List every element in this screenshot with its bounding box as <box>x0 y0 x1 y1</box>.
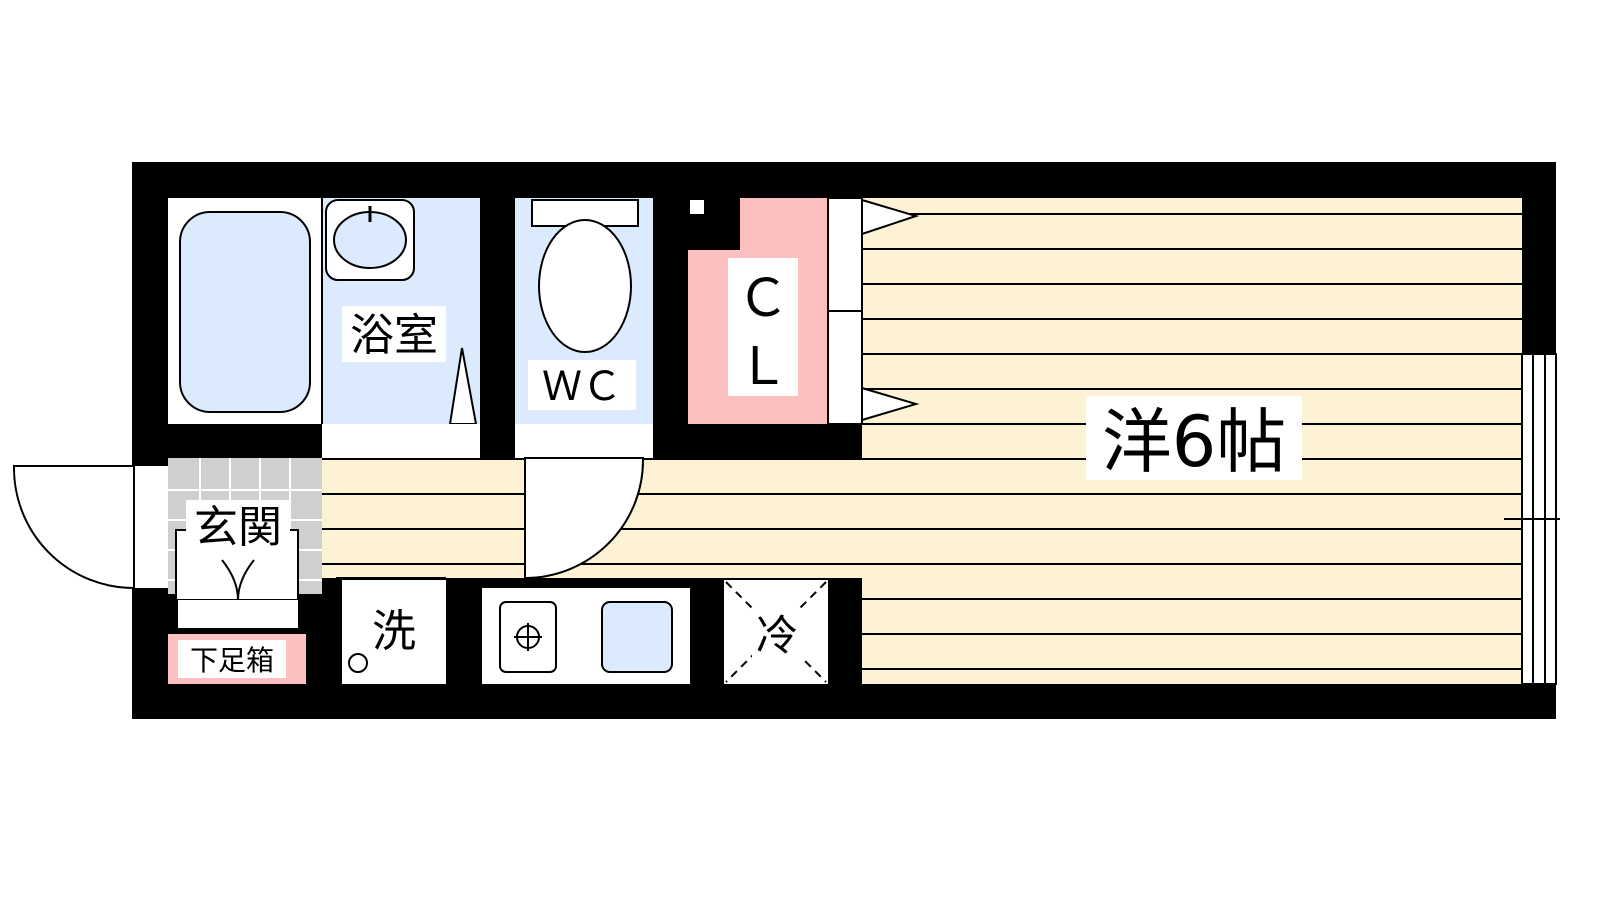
wc-label-bg <box>528 360 636 410</box>
closet-label-top: Ｃ <box>737 269 789 329</box>
closet-label-bg <box>728 258 798 396</box>
entrance-door-swing <box>12 465 135 590</box>
entrance-label-bg <box>186 500 290 552</box>
fridge-label: 冷 <box>756 611 798 660</box>
entrance-door-opening <box>132 466 168 588</box>
window <box>1504 353 1560 685</box>
bathroom-label: 浴室 <box>350 310 438 361</box>
closet-corner-mark <box>690 200 704 214</box>
entrance-label: 玄関 <box>194 502 282 553</box>
bathtub <box>179 211 311 413</box>
kitchen-sink <box>601 601 673 673</box>
toilet-bowl <box>538 219 632 353</box>
closet-label-bottom: Ｌ <box>737 337 789 397</box>
washer-drain <box>348 653 368 673</box>
bathroom-threshold <box>322 424 480 458</box>
fridge-label-bg <box>752 608 802 664</box>
western-room-label-bg <box>1086 396 1302 480</box>
shoe-box-label: 下足箱 <box>190 644 274 677</box>
bathroom-label-bg <box>342 306 446 362</box>
wc-threshold <box>515 424 653 458</box>
closet-door-marker-top <box>861 198 920 236</box>
washer-label: 洗 <box>372 606 416 657</box>
wc-label: ＷＣ <box>542 364 622 410</box>
closet-door-marker-bottom <box>861 386 920 422</box>
wc-door-swing <box>524 457 645 580</box>
shoe-box-gap <box>178 600 298 628</box>
western-room-label: 洋6帖 <box>1102 401 1287 483</box>
shoe-box-label-bg <box>178 640 286 678</box>
